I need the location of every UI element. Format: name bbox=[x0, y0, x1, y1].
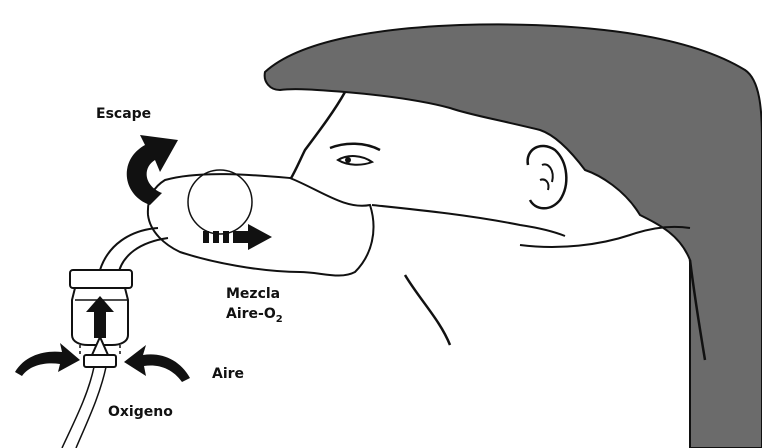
label-mix-line1: Mezcla bbox=[226, 286, 280, 302]
oxygen-tube bbox=[62, 367, 106, 448]
air-arrow-left-icon bbox=[15, 343, 80, 376]
label-air: Aire bbox=[212, 366, 244, 382]
label-mix-subscript: 2 bbox=[276, 314, 283, 325]
oxygen-mask bbox=[148, 174, 374, 275]
label-oxygen: Oxigeno bbox=[108, 404, 173, 420]
label-escape: Escape bbox=[96, 106, 151, 122]
mask-strap bbox=[372, 205, 565, 236]
label-mix-prefix: Aire-O bbox=[226, 306, 276, 322]
air-arrow-right-icon bbox=[124, 345, 190, 382]
label-mix-line2: Aire-O2 bbox=[226, 306, 283, 325]
ear-icon bbox=[528, 146, 567, 208]
neck-line bbox=[405, 275, 450, 345]
eyebrow bbox=[330, 144, 380, 150]
pupil bbox=[345, 157, 351, 163]
eye bbox=[338, 156, 372, 165]
